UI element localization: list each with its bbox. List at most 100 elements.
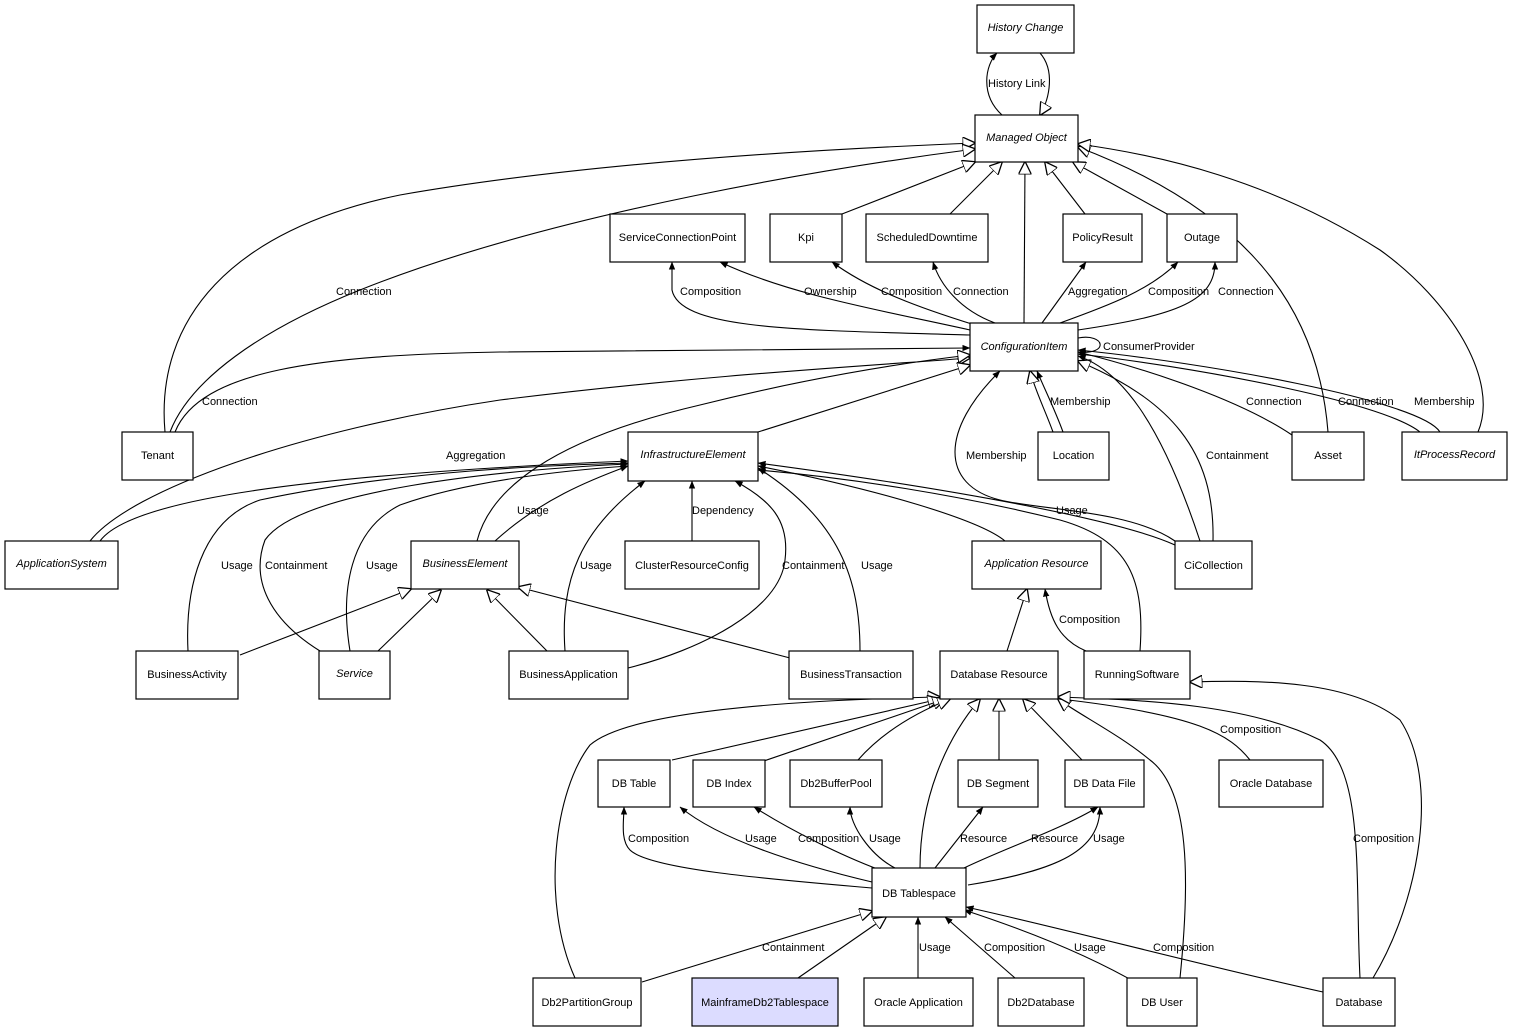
node-cluster-resource-config[interactable]: ClusterResourceConfig bbox=[624, 540, 760, 590]
label-pr-aggregation: Aggregation bbox=[1068, 286, 1127, 298]
sd-mo-edge bbox=[949, 162, 1002, 215]
label-kpi-ownership: Ownership bbox=[804, 286, 857, 298]
label-itpr-membership: Membership bbox=[1414, 396, 1475, 408]
ts-tbl-composition-edge bbox=[620, 806, 873, 889]
node-label: ConfigurationItem bbox=[981, 341, 1068, 353]
node-db-segment[interactable]: DB Segment bbox=[957, 759, 1039, 808]
node-policy-result[interactable]: PolicyResult bbox=[1062, 213, 1143, 263]
node-database[interactable]: Database bbox=[1322, 977, 1396, 1027]
node-label: DB User bbox=[1141, 997, 1183, 1009]
node-db-tablespace[interactable]: DB Tablespace bbox=[871, 867, 967, 918]
label-db2db-composition: Composition bbox=[984, 942, 1045, 954]
node-configuration-item[interactable]: ConfigurationItem bbox=[969, 322, 1079, 372]
node-ci-collection[interactable]: CiCollection bbox=[1174, 540, 1253, 590]
label-cic-membership: Membership bbox=[966, 450, 1027, 462]
node-label: Oracle Application bbox=[874, 997, 963, 1009]
node-infrastructure-element[interactable]: InfrastructureElement bbox=[627, 431, 759, 482]
node-kpi[interactable]: Kpi bbox=[769, 213, 843, 263]
ci-outage-edge bbox=[1059, 261, 1179, 324]
node-location[interactable]: Location bbox=[1037, 431, 1110, 481]
as-ci-edge bbox=[89, 358, 970, 542]
node-label: Location bbox=[1053, 450, 1095, 462]
ci-outage-connection-edge bbox=[1077, 261, 1219, 331]
tenant-mo-edge bbox=[163, 143, 975, 433]
label-bt-usage: Usage bbox=[861, 560, 893, 572]
node-managed-object[interactable]: Managed Object bbox=[974, 114, 1079, 163]
rs-ar-edge bbox=[1043, 588, 1087, 652]
node-label: ClusterResourceConfig bbox=[635, 560, 749, 572]
node-label: BusinessElement bbox=[423, 558, 509, 570]
database-rs-edge bbox=[1190, 681, 1422, 979]
cic-ci-membership-edge bbox=[954, 370, 1176, 542]
cic-ci-edge bbox=[1078, 361, 1214, 542]
pg-dbr-edge bbox=[554, 697, 940, 979]
label-cic-usage: Usage bbox=[1056, 505, 1088, 517]
node-db-data-file[interactable]: DB Data File bbox=[1064, 759, 1145, 808]
node-mainframe-db2-tablespace[interactable]: MainframeDb2Tablespace bbox=[691, 977, 839, 1027]
node-outage[interactable]: Outage bbox=[1166, 213, 1238, 263]
idx-dbr-edge bbox=[757, 699, 945, 764]
node-application-resource[interactable]: Application Resource bbox=[971, 540, 1102, 590]
node-label: DB Data File bbox=[1073, 778, 1135, 790]
db2db-ts-edge bbox=[944, 916, 1016, 979]
history-change-generalization-edge bbox=[1040, 52, 1049, 115]
label-df-resource: Resource bbox=[1031, 833, 1078, 845]
label-outage-connection: Connection bbox=[1218, 286, 1274, 298]
label-pg-containment: Containment bbox=[762, 942, 824, 954]
label-asset-connection: Connection bbox=[1246, 396, 1302, 408]
node-business-element[interactable]: BusinessElement bbox=[410, 540, 520, 590]
ts-bp-edge bbox=[846, 806, 896, 869]
node-label: Db2BufferPool bbox=[800, 778, 871, 790]
label-bp-usage: Usage bbox=[869, 833, 901, 845]
label-outage-composition: Composition bbox=[1148, 286, 1209, 298]
nodes: History Change Managed Object ServiceCon… bbox=[4, 4, 1508, 1027]
node-database-resource[interactable]: Database Resource bbox=[939, 650, 1059, 700]
node-business-activity[interactable]: BusinessActivity bbox=[135, 650, 239, 700]
history-link-edge bbox=[986, 52, 1003, 116]
node-label: DB Table bbox=[612, 778, 656, 790]
label-cic-containment: Containment bbox=[1206, 450, 1268, 462]
node-label: RunningSoftware bbox=[1095, 669, 1179, 681]
node-service-connection-point[interactable]: ServiceConnectionPoint bbox=[609, 213, 746, 263]
asset-ci-edge bbox=[1077, 350, 1293, 436]
node-db2-database[interactable]: Db2Database bbox=[997, 977, 1085, 1027]
node-running-software[interactable]: RunningSoftware bbox=[1083, 650, 1191, 700]
node-service[interactable]: Service bbox=[318, 650, 391, 700]
node-asset[interactable]: Asset bbox=[1291, 431, 1365, 481]
ts-idx-edge bbox=[753, 806, 881, 871]
node-db2-buffer-pool[interactable]: Db2BufferPool bbox=[789, 759, 883, 808]
node-application-system[interactable]: ApplicationSystem bbox=[4, 540, 119, 590]
node-label: BusinessTransaction bbox=[800, 669, 902, 681]
ts-seg-edge bbox=[934, 806, 984, 869]
pg-ts-edge bbox=[641, 911, 872, 983]
ar-ie-edge bbox=[757, 464, 1006, 542]
node-business-transaction[interactable]: BusinessTransaction bbox=[788, 650, 914, 700]
bt-ie-edge bbox=[757, 467, 861, 652]
node-oracle-database[interactable]: Oracle Database bbox=[1218, 759, 1324, 808]
label-scp-composition: Composition bbox=[680, 286, 741, 298]
label-as-aggregation: Aggregation bbox=[446, 450, 505, 462]
node-label: Application Resource bbox=[984, 558, 1089, 570]
node-db2-partition-group[interactable]: Db2PartitionGroup bbox=[532, 977, 642, 1027]
itpr-ci-membership-edge bbox=[1077, 347, 1441, 433]
node-db-user[interactable]: DB User bbox=[1126, 977, 1198, 1027]
label-svc-containment: Containment bbox=[265, 560, 327, 572]
node-oracle-application[interactable]: Oracle Application bbox=[863, 977, 974, 1027]
tbl-dbr-edge bbox=[671, 699, 940, 761]
node-it-process-record[interactable]: ItProcessRecord bbox=[1401, 431, 1508, 481]
node-business-application[interactable]: BusinessApplication bbox=[508, 650, 629, 700]
label-be-usage: Usage bbox=[517, 505, 549, 517]
node-history-change[interactable]: History Change bbox=[976, 4, 1075, 54]
node-tenant[interactable]: Tenant bbox=[121, 431, 194, 481]
label-tenant-ci-connection: Connection bbox=[202, 396, 258, 408]
node-db-index[interactable]: DB Index bbox=[692, 759, 766, 808]
svc-be-edge bbox=[377, 590, 441, 652]
ci-scp-ownership-edge bbox=[719, 261, 971, 331]
label-idx-composition: Composition bbox=[798, 833, 859, 845]
label-tenant-mo-connection: Connection bbox=[336, 286, 392, 298]
node-db-table[interactable]: DB Table bbox=[597, 759, 671, 808]
node-label: Managed Object bbox=[986, 132, 1068, 144]
ora-dbr-edge bbox=[1059, 696, 1251, 761]
node-scheduled-downtime[interactable]: ScheduledDowntime bbox=[865, 213, 989, 263]
outage-mo-edge bbox=[1073, 162, 1168, 215]
